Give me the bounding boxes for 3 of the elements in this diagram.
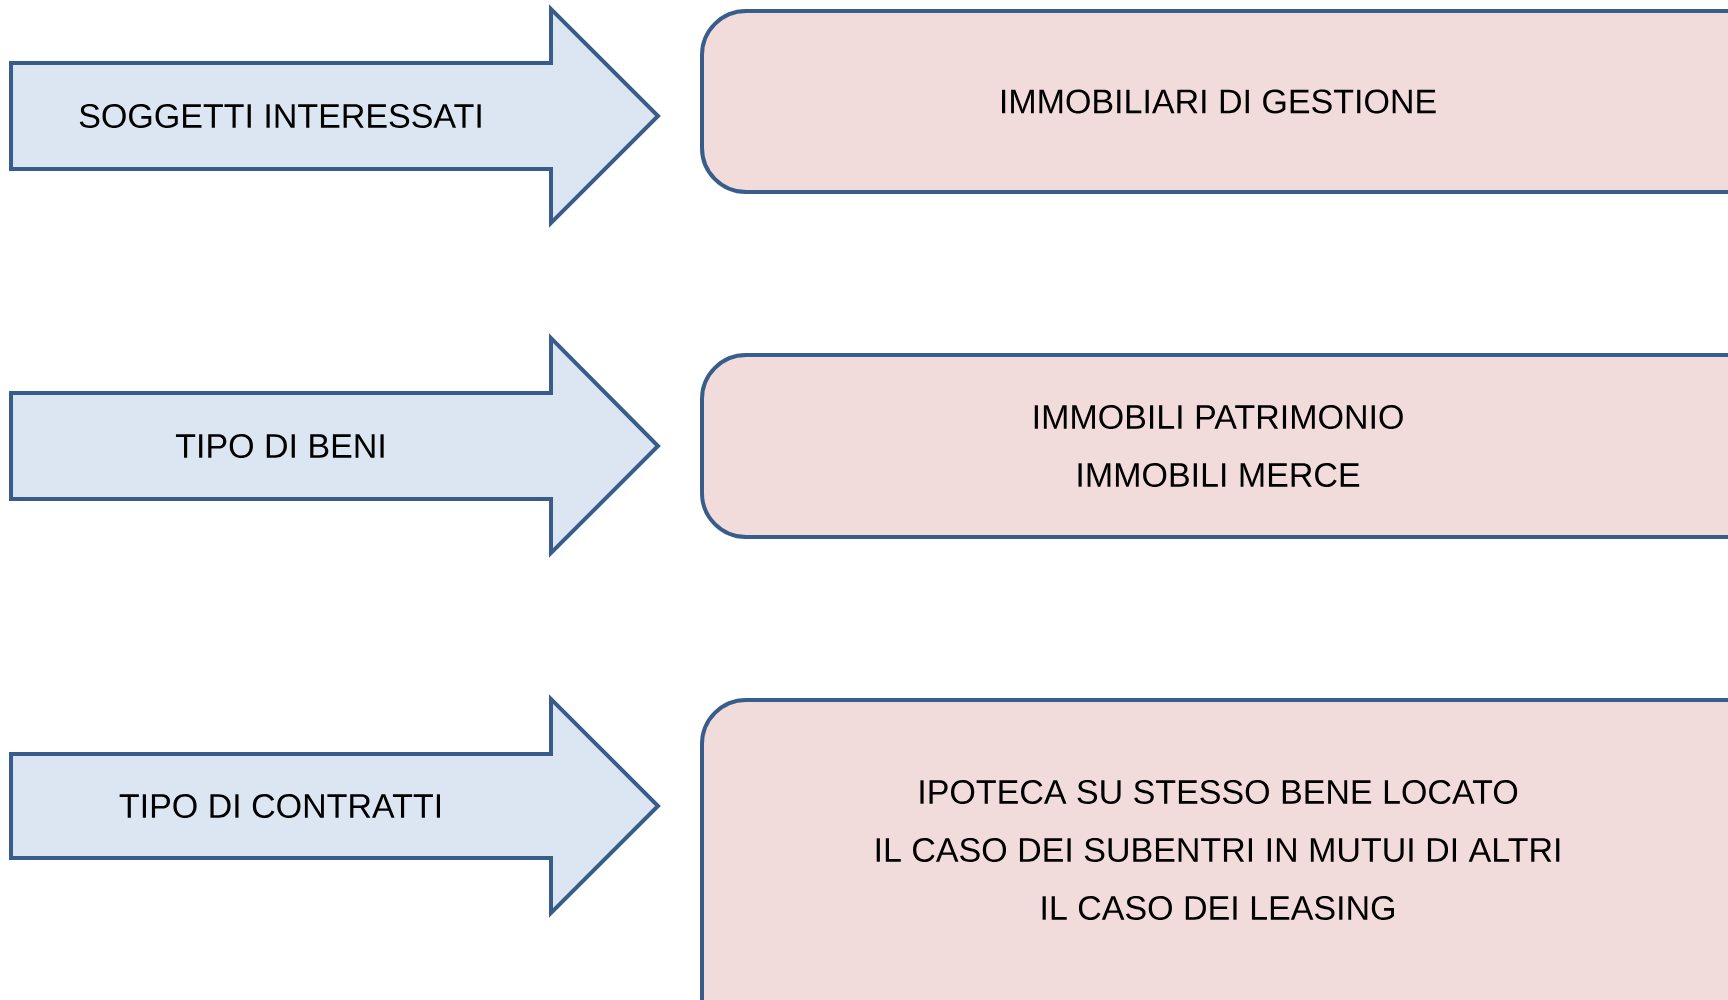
rounded-box: IPOTECA SU STESSO BENE LOCATO IL CASO DEI SUBENTRI IN MUTUI DI ALTRI IL CASO DEI LEASING xyxy=(700,698,1728,1000)
rounded-box: IMMOBILIARI DI GESTIONE xyxy=(700,9,1728,194)
rounded-box: IMMOBILI PATRIMONIO IMMOBILI MERCE xyxy=(700,353,1728,539)
